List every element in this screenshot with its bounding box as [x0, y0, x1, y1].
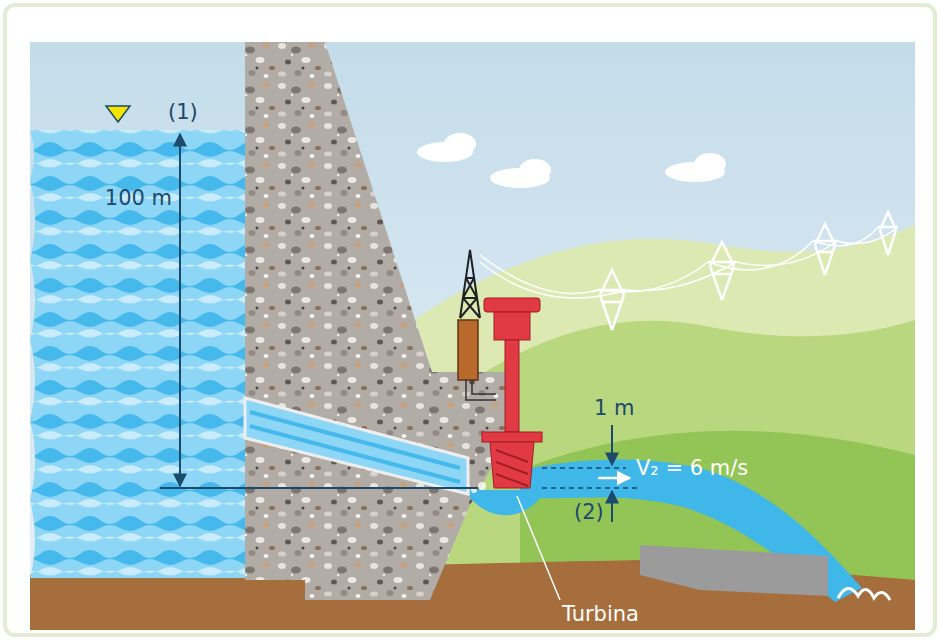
wires: [466, 380, 496, 400]
dam-body: [245, 42, 505, 600]
dimension-lines: [160, 134, 640, 600]
point-number: (2): [574, 500, 604, 525]
penstock: [245, 398, 468, 494]
splash: [838, 588, 890, 600]
height-dimension: 100 m: [105, 186, 172, 211]
clouds: [417, 133, 726, 188]
part-name: Turbina: [562, 602, 639, 627]
generator-box: [458, 320, 478, 380]
height-dimension: 1 m: [594, 396, 635, 421]
concrete-apron: [640, 545, 828, 596]
antenna-tower: [460, 250, 480, 318]
velocity-label: V₂ = 6 m/s: [636, 456, 748, 481]
point-number: (1): [168, 100, 198, 125]
power-line: [480, 212, 898, 330]
reservoir-water: [30, 130, 245, 578]
tailrace-water: [520, 460, 862, 602]
leader-line: [517, 496, 560, 600]
frame: [5, 5, 935, 635]
water-level-symbol: [106, 106, 130, 122]
turbine: [471, 298, 542, 493]
